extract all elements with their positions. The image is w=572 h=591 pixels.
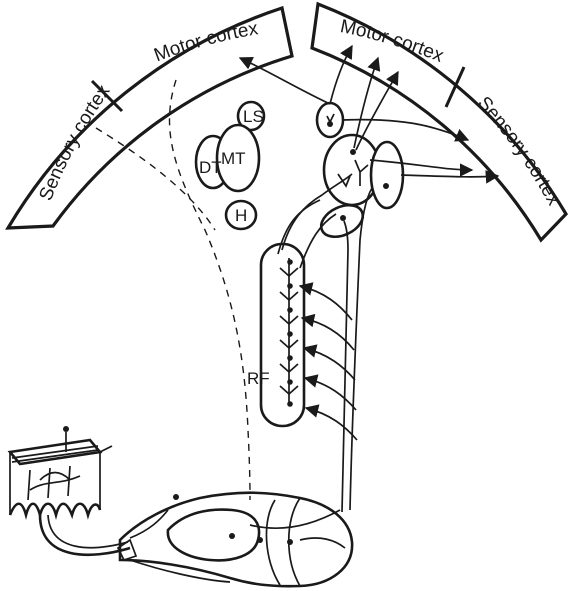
rf-collateral-arrows xyxy=(300,286,357,440)
dt-label: DT xyxy=(199,158,222,177)
spinal-cord-section xyxy=(118,493,352,586)
ls-label: LS xyxy=(243,107,264,126)
peripheral-nerve xyxy=(40,515,130,555)
rf-label: RF xyxy=(247,369,270,388)
h-label: H xyxy=(235,206,247,225)
mt-label: MT xyxy=(221,149,246,168)
skin-receptor-patch xyxy=(10,426,112,515)
reticular-formation-column xyxy=(261,244,304,426)
